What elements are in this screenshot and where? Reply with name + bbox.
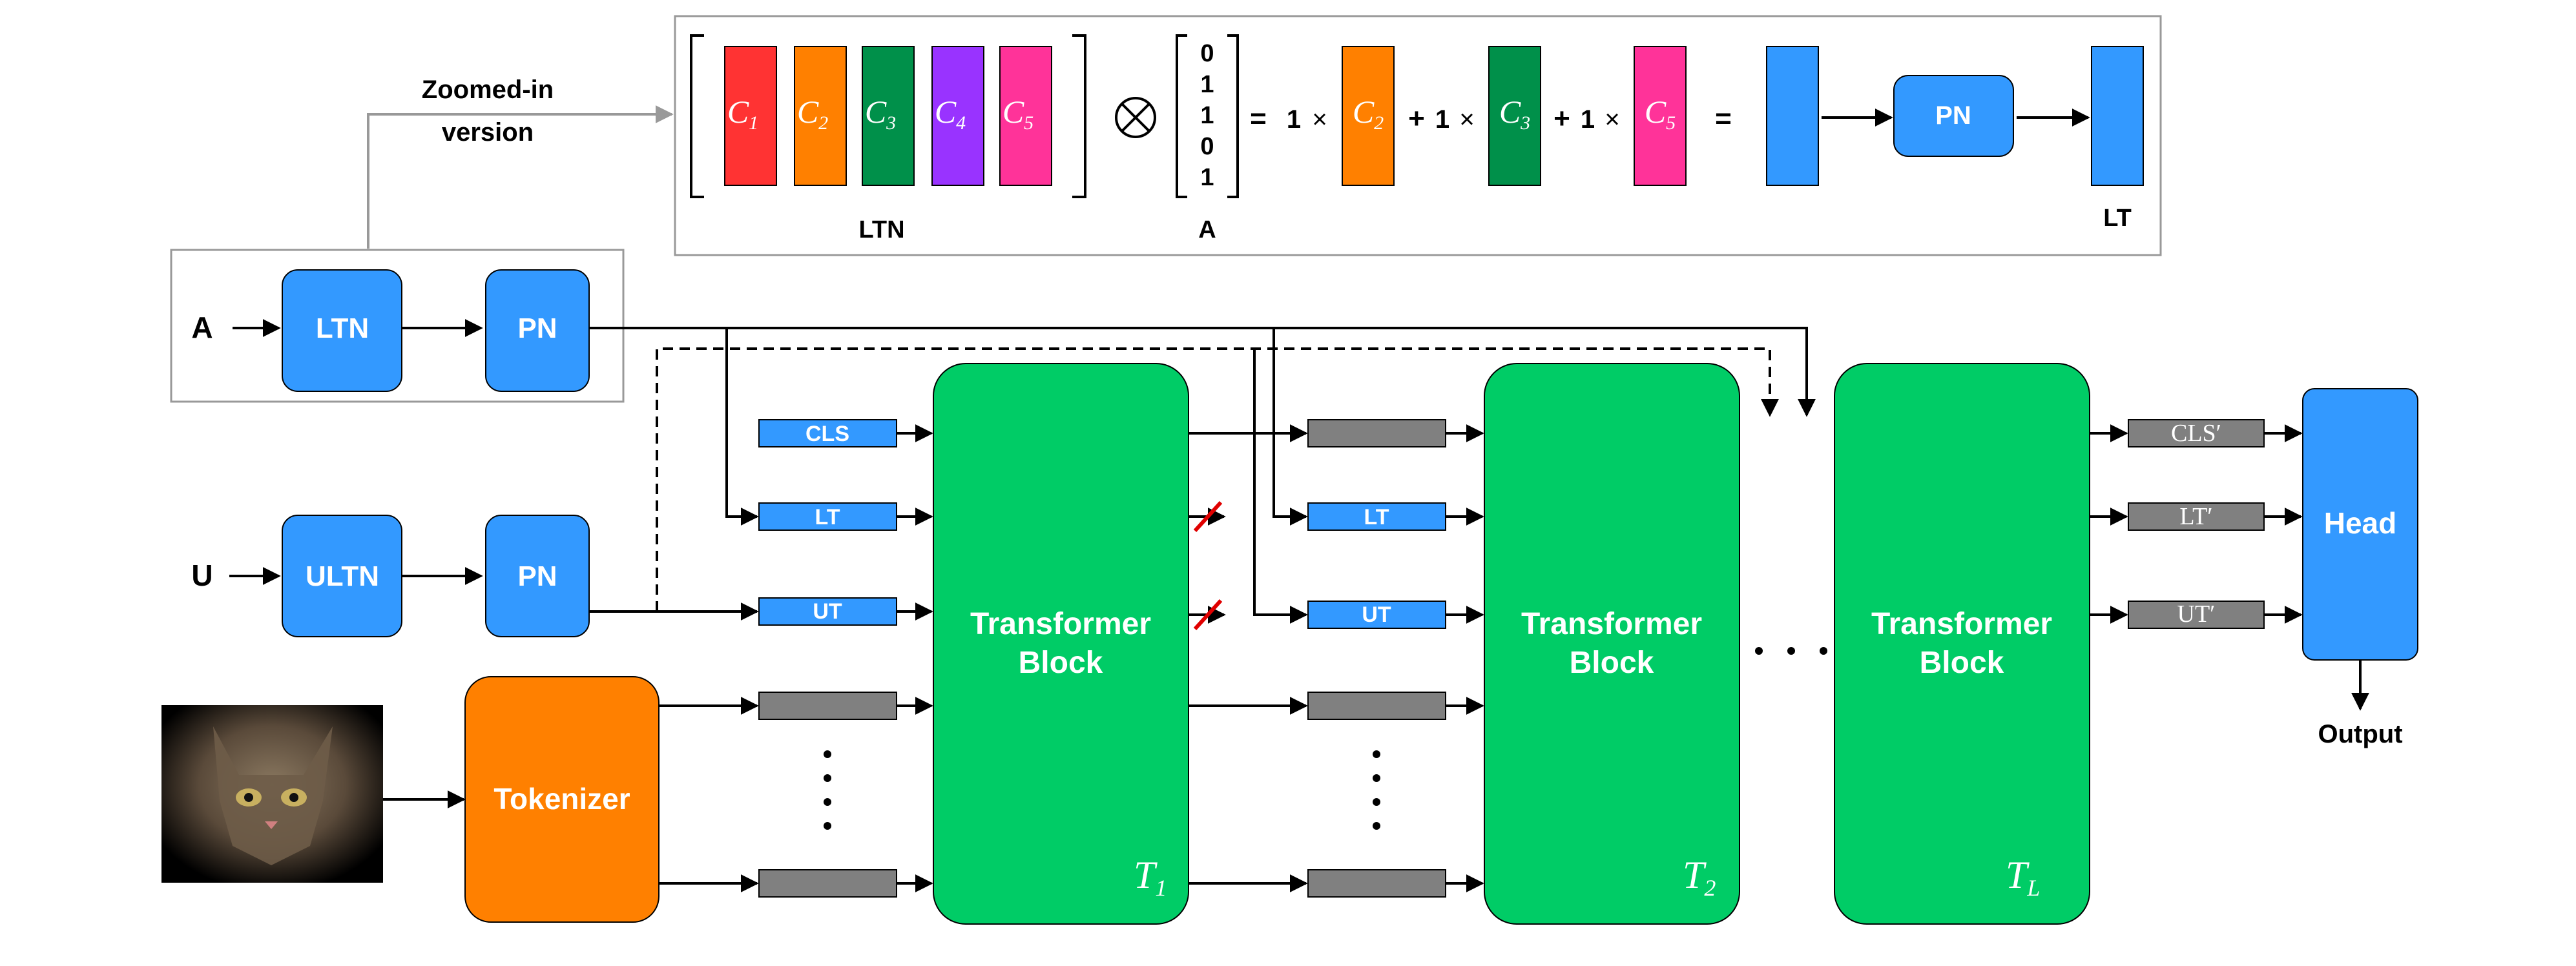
lt-token-label: LT [815,505,840,529]
zoom-label-line2: version [442,118,534,147]
times-2: × [1459,105,1474,134]
column-c5 [999,46,1052,186]
labeled-module-frame [170,249,625,403]
coef-2: 1 [1435,105,1449,134]
vertical-ellipsis [1373,750,1380,830]
coef-1: 1 [1287,105,1301,134]
column-c1-label: C1 [727,94,758,134]
transformer-l-line2: Block [1920,646,2004,680]
ltn-label: LTN [316,313,369,344]
pn-a-label: PN [517,313,557,344]
transformer-block-2 [1484,363,1740,925]
red-slash-icon [1193,599,1223,631]
vector-a-entry: 0 [1200,133,1214,160]
column-c1 [724,46,777,186]
plus-2: + [1553,103,1570,134]
ltn-block [282,269,402,392]
patch-token [758,869,897,898]
transformer-l-line1: Transformer [1871,607,2052,641]
vector-a-entry: 1 [1200,102,1214,129]
column-c2 [794,46,847,186]
zoomed-in-panel: C1 C2 C3 C4 C5 LTN 0 1 1 0 1 A = 1 × C2 … [674,15,2162,256]
zoom-pn-label: PN [1935,101,1971,130]
tokenizer-block [464,676,660,923]
red-slash-icon [1193,500,1223,533]
cls-prime-label: CLS′ [2171,420,2221,447]
hidden-token [1307,692,1446,720]
vector-a-entry: 1 [1200,164,1214,191]
lt-token-2-label: LT [1364,505,1389,529]
transformer-block-1 [933,363,1189,925]
input-u-label: U [191,559,213,592]
transformer-1-line2: Block [1019,646,1103,680]
term-c3 [1488,46,1541,186]
a-caption: A [1198,216,1216,243]
cls-token-label: CLS [805,422,849,446]
hidden-token [1307,869,1446,898]
pn-block-a [485,269,590,392]
vector-a-entry: 1 [1200,71,1214,98]
transformer-2-line2: Block [1570,646,1654,680]
transformer-block-l [1834,363,2090,925]
hidden-token [1307,419,1446,447]
vector-a: 0 1 1 0 1 [1200,40,1214,191]
sum-column [1766,46,1819,186]
zoom-pn-block [1893,75,2014,157]
term-c2 [1342,46,1395,186]
vector-a-entry: 0 [1200,40,1214,67]
pn-u-label: PN [517,560,557,592]
ultn-label: ULTN [306,560,379,592]
ut-token-2-label: UT [1362,602,1391,627]
horizontal-ellipsis [1755,647,1827,655]
tokenizer-label: Tokenizer [493,782,630,816]
term-c5 [1634,46,1687,186]
times-3: × [1605,105,1619,134]
equals-sign-2: = [1715,103,1732,134]
pn-block-u [485,515,590,637]
coef-3: 1 [1581,105,1595,134]
plus-1: + [1408,103,1425,134]
zoom-label-line1: Zoomed-in [422,76,554,104]
ltn-columns: C1 C2 C3 C4 C5 [724,46,1052,186]
cat-image [161,705,383,883]
ut-token [758,597,897,626]
ut-token-label: UT [813,599,842,624]
times-1: × [1312,105,1327,134]
head-label: Head [2324,506,2396,540]
cls-token [758,419,897,447]
lt-prime-token [2128,502,2265,531]
otimes-icon [1115,97,1156,138]
transformer-1-line1: Transformer [970,607,1151,641]
column-c3 [862,46,915,186]
equals-sign: = [1250,103,1267,134]
vertical-ellipsis [824,750,831,830]
lt-prime-label: LT′ [2179,503,2212,530]
lt-column [2091,46,2144,186]
transformer-2-line1: Transformer [1521,607,1702,641]
cls-prime-token [2128,419,2265,447]
ut-token-2 [1307,601,1446,629]
lt-caption: LT [2103,205,2132,232]
column-c4 [931,46,984,186]
patch-token [758,692,897,720]
ut-prime-label: UT′ [2177,601,2216,628]
input-a-label: A [191,311,213,344]
ltn-caption: LTN [858,216,904,243]
output-label: Output [2318,720,2402,748]
